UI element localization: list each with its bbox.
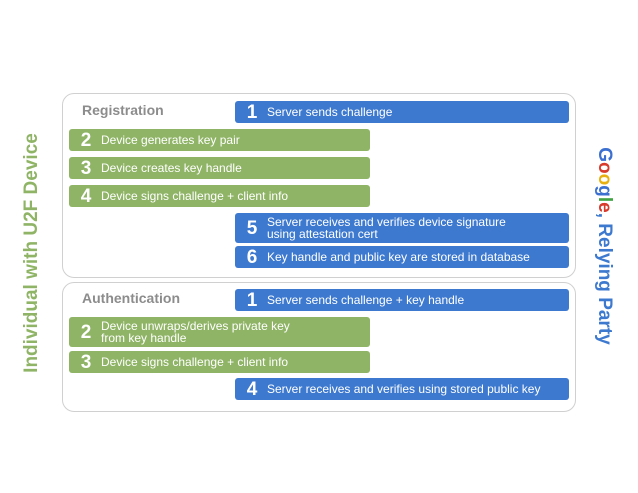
relying-party-suffix: , Relying Party — [594, 212, 615, 345]
registration-step-5: 5 Server receives and verifies device si… — [235, 213, 569, 243]
step-text: Device creates key handle — [101, 161, 242, 175]
step-text: Device unwraps/derives private key from … — [101, 319, 290, 345]
registration-step-2: 2 Device generates key pair — [69, 129, 370, 151]
step-text: Server receives and verifies using store… — [267, 382, 541, 396]
authentication-step-3: 3 Device signs challenge + client info — [69, 351, 370, 373]
authentication-step-4: 4 Server receives and verifies using sto… — [235, 378, 569, 400]
google-logo-text: Google — [594, 147, 615, 213]
registration-step-3: 3 Device creates key handle — [69, 157, 370, 179]
step-text: Server sends challenge — [267, 105, 393, 119]
authentication-step-2: 2 Device unwraps/derives private key fro… — [69, 317, 370, 347]
step-number: 4 — [246, 378, 258, 400]
authentication-title: Authentication — [82, 290, 180, 306]
step-number: 3 — [80, 351, 92, 373]
step-number: 3 — [80, 157, 92, 179]
step-text: Server sends challenge + key handle — [267, 293, 465, 307]
step-number: 6 — [246, 246, 258, 268]
step-text: Server receives and verifies device sign… — [267, 215, 506, 241]
step-number: 5 — [246, 217, 258, 239]
relying-party-label: Google, Relying Party — [593, 147, 615, 344]
step-number: 1 — [246, 101, 258, 123]
step-number: 2 — [80, 129, 92, 151]
user-side-label: Individual with U2F Device — [21, 133, 42, 373]
step-number: 1 — [246, 289, 258, 311]
registration-title: Registration — [82, 102, 164, 118]
step-text: Device generates key pair — [101, 133, 240, 147]
step-text: Key handle and public key are stored in … — [267, 250, 530, 264]
step-text: Device signs challenge + client info — [101, 355, 289, 369]
registration-step-6: 6 Key handle and public key are stored i… — [235, 246, 569, 268]
step-text: Device signs challenge + client info — [101, 189, 289, 203]
step-number: 2 — [80, 321, 92, 343]
registration-step-1: 1 Server sends challenge — [235, 101, 569, 123]
registration-step-4: 4 Device signs challenge + client info — [69, 185, 370, 207]
authentication-step-1: 1 Server sends challenge + key handle — [235, 289, 569, 311]
step-number: 4 — [80, 185, 92, 207]
